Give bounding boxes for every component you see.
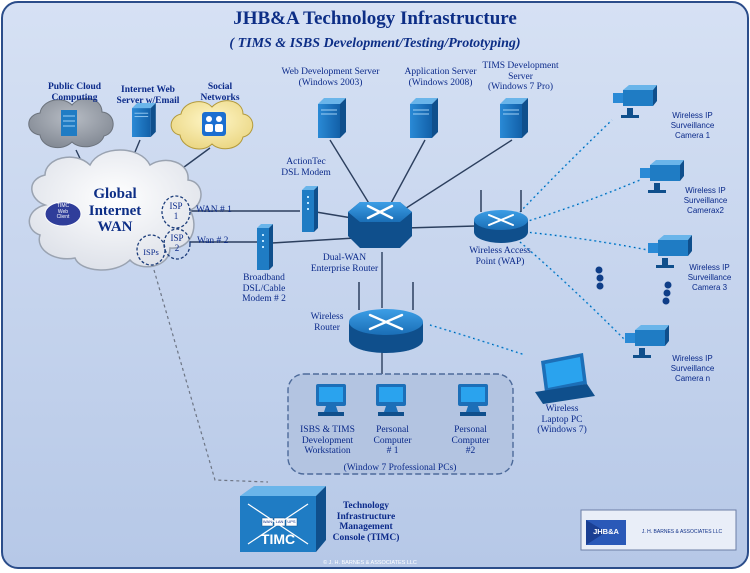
global-wan-label: Global Internet WAN [88, 186, 142, 235]
pc-group-label: (Window 7 Professional PCs) [343, 463, 457, 473]
timc-tab-wan: WAN [262, 519, 273, 524]
timc-tab-lan: LAN [275, 519, 284, 524]
wan1-label: WAN # 1 [196, 205, 232, 215]
isp2-label: ISP 2 [170, 233, 184, 253]
timc-label: Technology Infrastructure Management Con… [332, 501, 400, 543]
wap-label: Wireless Access Point (WAP) [469, 246, 531, 267]
web-dev-server-label: Web Development Server (Windows 2003) [281, 67, 380, 88]
page-title: JHB&A Technology Infrastructure [233, 8, 517, 29]
public-cloud-label: Public Cloud Computing [47, 82, 102, 103]
actiontec-modem-label: ActionTec DSL Modem [281, 157, 331, 178]
camera-n-label: Wireless IP Surveillance Camera n [670, 354, 715, 383]
timc-console-text: TIMC [260, 531, 296, 547]
social-networks-label: Social Networks [200, 82, 240, 103]
timc-web-client-badge: TIMC Web Client [56, 203, 70, 220]
logo-text: J. H. BARNES & ASSOCIATES LLC [641, 529, 723, 535]
personal-computer-1-label: Personal Computer # 1 [373, 425, 412, 456]
web-server-label: Internet Web Server w/Email [116, 85, 180, 106]
camera-2-label: Wireless IP Surveillance Camerax2 [683, 186, 728, 215]
personal-computer-2-label: Personal Computer #2 [451, 425, 490, 456]
camera-3-label: Wireless IP Surveillance Camera 3 [687, 263, 732, 292]
wireless-router-label: Wireless Router [310, 312, 344, 333]
isps-label: ISPs [143, 247, 159, 257]
timc-tab-ups: UPS [287, 519, 296, 524]
isbs-workstation-label: ISBS & TIMS Development Workstation [300, 425, 355, 456]
laptop-label: Wireless Laptop PC (Windows 7) [537, 404, 587, 435]
camera-1-label: Wireless IP Surveillance Camera 1 [670, 111, 715, 140]
copyright-text: © J. H. BARNES & ASSOCIATES LLC [323, 560, 417, 566]
app-server-label: Application Server (Windows 2008) [404, 67, 477, 88]
broadband-modem-label: Broadband DSL/Cable Modem # 2 [242, 273, 286, 304]
logo-mark: JHB&A [593, 527, 619, 536]
tims-dev-server-label: TIMS Development Server (Windows 7 Pro) [482, 61, 559, 92]
page-subtitle: ( TIMS & ISBS Development/Testing/Protot… [229, 36, 521, 51]
wan2-label: Wan # 2 [197, 236, 229, 246]
dual-wan-router-label: Dual-WAN Enterprise Router [310, 253, 379, 274]
isp1-label: ISP 1 [169, 201, 183, 221]
